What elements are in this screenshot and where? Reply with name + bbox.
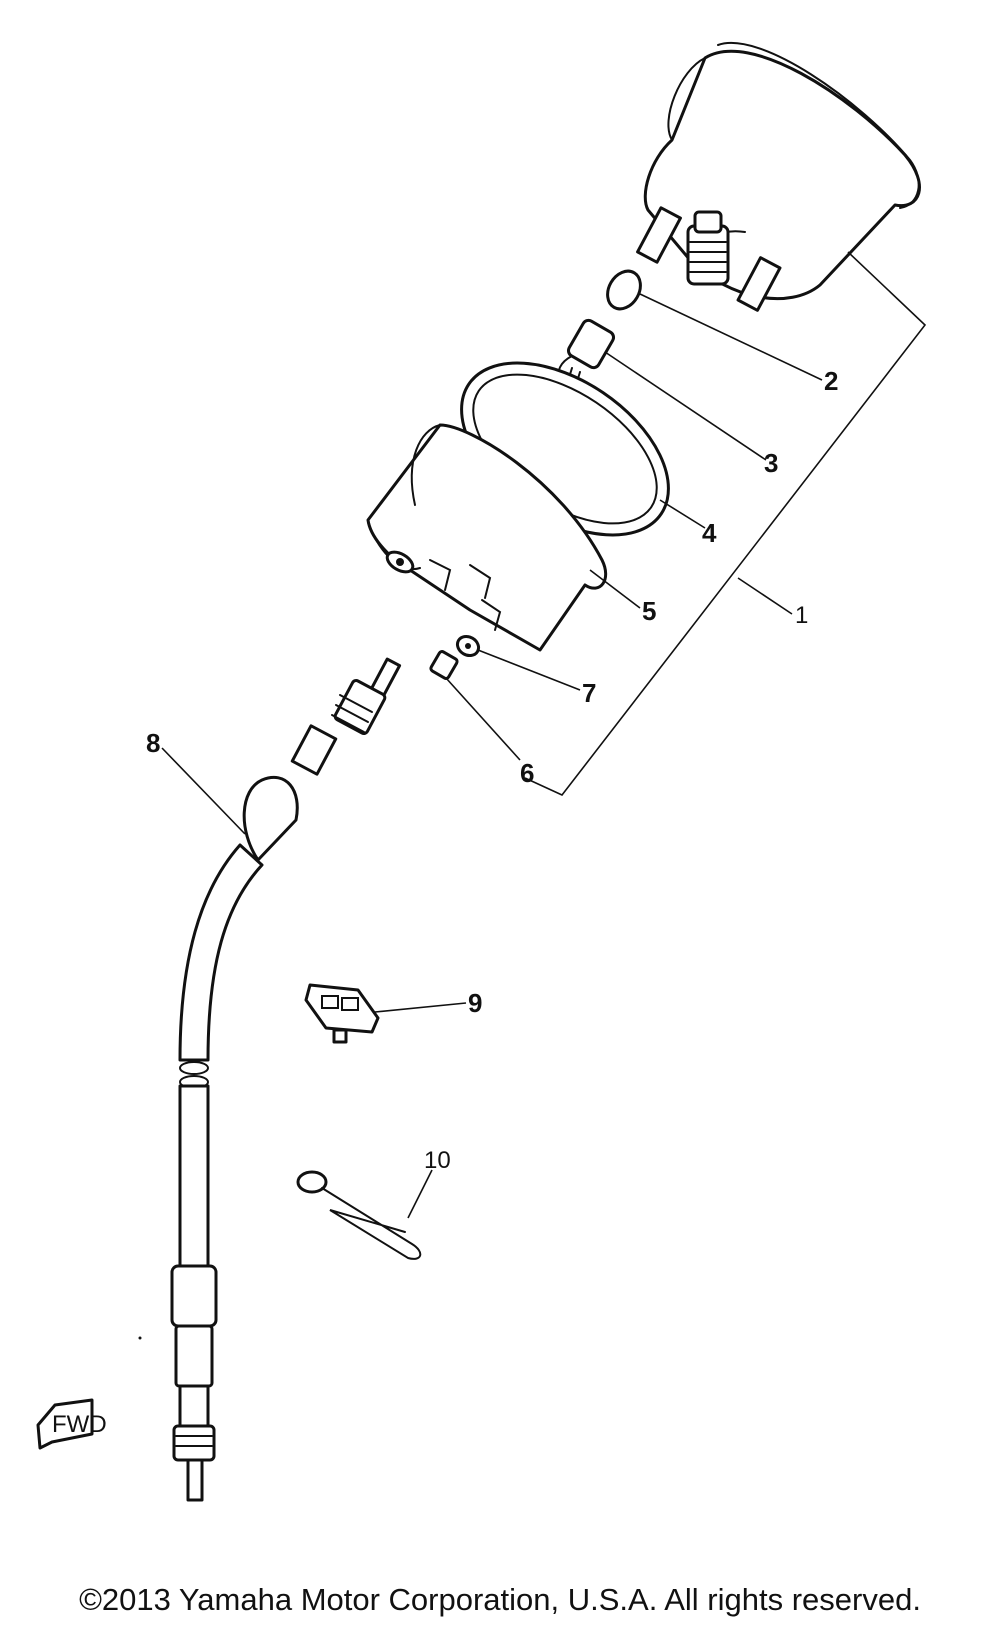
speedometer-cable [170, 657, 402, 1502]
callout-8: 8 [146, 728, 160, 758]
fwd-badge-label: FWD [52, 1411, 107, 1438]
assembly-bracket [524, 251, 927, 796]
callout-6: 6 [520, 758, 534, 788]
callout-1: 1 [795, 602, 808, 629]
copyright-notice: ©2013 Yamaha Motor Corporation, U.S.A. A… [79, 1582, 921, 1617]
nut [429, 650, 459, 680]
callout-7: 7 [582, 678, 596, 708]
callout-9: 9 [468, 988, 482, 1018]
wire-connector [304, 983, 380, 1044]
callout-3: 3 [764, 448, 778, 478]
washer [455, 634, 481, 658]
bulb [606, 269, 642, 311]
callout-10: 10 [424, 1147, 451, 1174]
speedometer-housing [636, 42, 921, 312]
callout-4: 4 [702, 518, 717, 548]
callout-5: 5 [642, 596, 656, 626]
exploded-parts-diagram: FWD 1 2 3 4 5 6 7 8 9 10 [36, 42, 927, 1502]
meter-cup [366, 423, 608, 652]
callout-2: 2 [824, 366, 838, 396]
fwd-direction-badge: FWD [36, 1398, 107, 1450]
wire-clip [296, 1170, 422, 1260]
